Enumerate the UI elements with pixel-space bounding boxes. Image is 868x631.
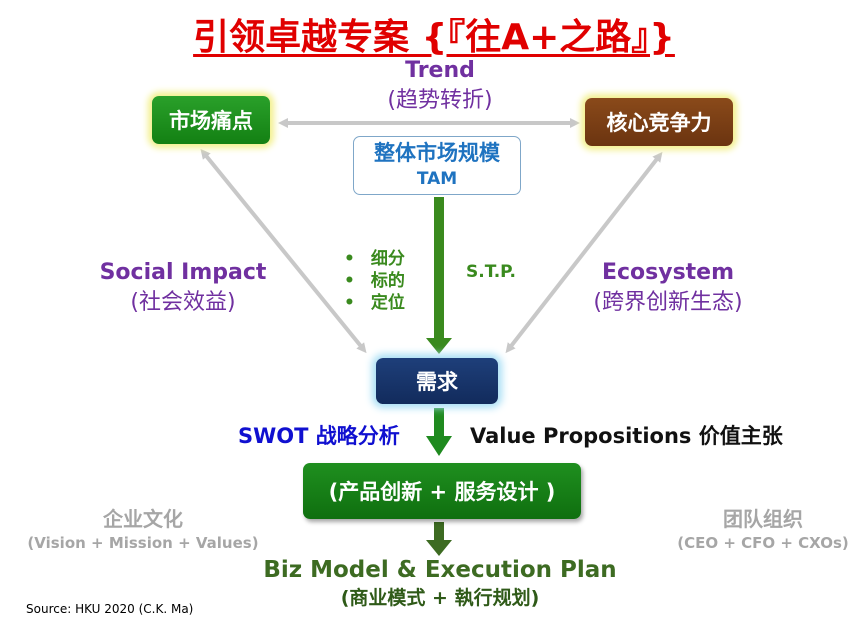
biz-model-subtitle: (商业模式 + 執行规划) (340, 587, 540, 609)
ecosystem-title: Ecosystem (601, 260, 735, 285)
source-note: Source: HKU 2020 (C.K. Ma) (26, 602, 194, 616)
core-competency-box: 核心竞争力 (585, 98, 733, 146)
social-impact-subtitle: (社会效益) (130, 290, 236, 315)
pain-points-box: 市场痛点 (152, 96, 270, 144)
ecosystem-label: Ecosystem (跨界创新生态) (568, 258, 768, 318)
social-impact-arrow (200, 148, 367, 354)
value-propositions-label: Value Propositions 价值主张 (470, 424, 783, 448)
social-impact-title: Social Impact (99, 260, 267, 285)
team-subtitle: (CEO + CFO + CXOs) (677, 534, 849, 552)
trend-subtitle: (趋势转折) (387, 88, 493, 113)
stp-list: 细分 标的 定位 (344, 248, 405, 314)
ecosystem-subtitle: (跨界创新生态) (593, 290, 743, 315)
stp-arrow-head (426, 338, 452, 354)
stp-arrow-shaft (434, 197, 444, 340)
stp-item-positioning: 定位 (344, 292, 405, 314)
market-size-sub: TAM (416, 169, 458, 189)
biz-arrow-shaft (434, 522, 444, 542)
biz-arrow-head (426, 540, 452, 556)
biz-model-label: Biz Model & Execution Plan (商业模式 + 執行规划) (240, 555, 640, 611)
team-label: 团队组织 (CEO + CFO + CXOs) (658, 506, 868, 554)
biz-model-title: Biz Model & Execution Plan (263, 557, 617, 583)
culture-subtitle: (Vision + Mission + Values) (27, 534, 259, 552)
demand-box: 需求 (376, 358, 498, 404)
stp-label: S.T.P. (466, 262, 516, 282)
trend-title: Trend (405, 58, 475, 83)
swot-arrow-head (426, 436, 452, 456)
market-size-box: 整体市场规模 TAM (353, 136, 521, 195)
page-title: 引领卓越专案 {『往A+之路』} (193, 17, 675, 58)
product-service-box: (产品创新 + 服务设计 ) (303, 463, 581, 519)
stp-item-segmentation: 细分 (344, 248, 405, 270)
ecosystem-arrow (505, 151, 663, 354)
culture-title: 企业文化 (103, 507, 183, 531)
social-impact-label: Social Impact (社会效益) (78, 258, 288, 318)
swot-arrow-shaft (434, 408, 444, 438)
culture-label: 企业文化 (Vision + Mission + Values) (8, 506, 278, 554)
swot-label: SWOT 战略分析 (238, 424, 400, 448)
team-title: 团队组织 (723, 507, 803, 531)
stp-item-targeting: 标的 (344, 270, 405, 292)
trend-label: Trend (趋势转折) (330, 56, 550, 116)
market-size-label: 整体市场规模 (374, 141, 500, 165)
